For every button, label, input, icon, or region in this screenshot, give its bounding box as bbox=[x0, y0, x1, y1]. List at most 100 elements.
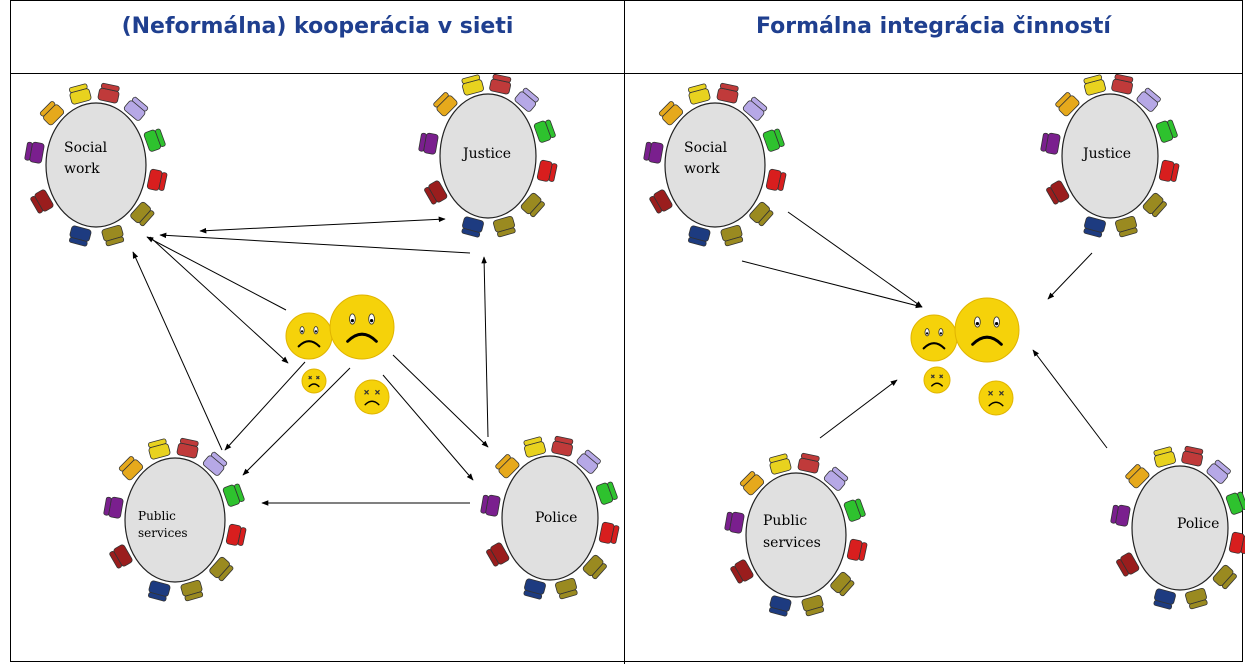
left-police-label: Police bbox=[535, 510, 577, 526]
chair bbox=[222, 483, 245, 507]
chair bbox=[225, 523, 247, 546]
chair bbox=[148, 438, 171, 460]
chair bbox=[1040, 132, 1061, 155]
right-table-police bbox=[1110, 445, 1245, 610]
chair bbox=[118, 456, 144, 481]
chair bbox=[461, 216, 484, 238]
chair bbox=[762, 128, 785, 152]
chair bbox=[595, 481, 618, 505]
arrow-justice-to-social bbox=[199, 216, 446, 234]
arrow-justice-to-center bbox=[1047, 252, 1093, 300]
right-table-justice bbox=[1040, 73, 1180, 238]
chair bbox=[739, 471, 765, 496]
left-face-dizzy-small bbox=[301, 368, 327, 394]
table-top bbox=[124, 457, 226, 583]
chair bbox=[551, 435, 574, 457]
chair bbox=[97, 82, 120, 104]
left-social-label-1: Social bbox=[64, 140, 108, 156]
chair bbox=[39, 101, 65, 126]
chair bbox=[495, 454, 520, 479]
chair bbox=[424, 180, 448, 205]
chair bbox=[1153, 588, 1176, 610]
left-table-labels: Social work Justice Public services Poli… bbox=[64, 140, 577, 540]
right-social-label-1: Social bbox=[684, 140, 728, 156]
chair bbox=[801, 594, 825, 617]
chair bbox=[1225, 491, 1245, 515]
left-table-social-work bbox=[24, 82, 168, 247]
chair bbox=[146, 168, 168, 191]
chair bbox=[1155, 119, 1178, 143]
chair bbox=[433, 92, 458, 117]
chair bbox=[742, 96, 768, 121]
arrow-faces-to-social bbox=[146, 236, 287, 311]
left-arrows bbox=[132, 216, 489, 506]
table-top bbox=[1061, 93, 1159, 219]
table-top bbox=[745, 472, 847, 598]
chair bbox=[688, 225, 711, 247]
chair bbox=[30, 189, 54, 214]
right-face-sad-large bbox=[954, 297, 1020, 363]
arrow-police-to-center bbox=[1032, 349, 1108, 449]
chair bbox=[582, 554, 607, 580]
right-face-sad-medium bbox=[910, 314, 958, 362]
table-top bbox=[664, 102, 766, 228]
chair bbox=[598, 521, 620, 544]
chair bbox=[1125, 464, 1150, 489]
left-table-police bbox=[480, 435, 620, 600]
chair bbox=[576, 449, 601, 474]
chair bbox=[830, 571, 855, 597]
chair bbox=[180, 579, 204, 602]
header-divider bbox=[10, 73, 1243, 74]
chair bbox=[480, 494, 501, 517]
right-social-label-2: work bbox=[684, 161, 720, 177]
chair bbox=[797, 452, 820, 474]
table-frame bbox=[10, 0, 1243, 662]
right-police-label: Police bbox=[1177, 516, 1219, 532]
table-top bbox=[1131, 465, 1229, 591]
chair bbox=[843, 498, 866, 522]
chair bbox=[724, 511, 745, 534]
chair bbox=[176, 437, 199, 459]
left-justice-label: Justice bbox=[461, 146, 511, 162]
chair bbox=[555, 577, 578, 600]
chair bbox=[769, 595, 792, 617]
left-table-justice bbox=[418, 73, 558, 238]
arrow-faces-to-police-a bbox=[392, 354, 489, 448]
chair bbox=[716, 82, 739, 104]
left-social-label-2: work bbox=[64, 161, 100, 177]
chair bbox=[688, 83, 711, 105]
chair bbox=[209, 556, 234, 582]
chair bbox=[523, 436, 546, 458]
chair bbox=[1142, 192, 1167, 218]
chair bbox=[1181, 445, 1204, 467]
right-arrows bbox=[741, 211, 1108, 449]
right-public-label-2: services bbox=[763, 535, 821, 551]
chair bbox=[658, 101, 684, 126]
right-table-labels: Social work Justice Public services Poli… bbox=[684, 140, 1219, 551]
chair bbox=[1185, 587, 1208, 610]
chair bbox=[461, 74, 484, 96]
arrow-social-a-to-center bbox=[787, 211, 923, 308]
left-table-public-services bbox=[103, 437, 247, 602]
left-public-label-2: services bbox=[138, 526, 188, 540]
chair bbox=[103, 496, 124, 519]
chair bbox=[1110, 504, 1131, 527]
chair bbox=[1046, 180, 1070, 205]
chair bbox=[823, 466, 849, 491]
chair bbox=[649, 189, 673, 214]
chair bbox=[769, 453, 792, 475]
chair bbox=[514, 87, 539, 112]
chair bbox=[1055, 92, 1080, 117]
right-table-public-services bbox=[724, 452, 868, 617]
chair bbox=[720, 224, 744, 247]
arrow-social-b-to-center bbox=[741, 260, 923, 309]
chair bbox=[1206, 459, 1231, 484]
chair bbox=[523, 578, 546, 600]
table-top bbox=[45, 102, 147, 228]
chair bbox=[749, 201, 774, 227]
chair bbox=[109, 544, 133, 569]
chair bbox=[123, 96, 149, 121]
table-top bbox=[501, 455, 599, 581]
right-face-dizzy-medium bbox=[978, 380, 1014, 416]
